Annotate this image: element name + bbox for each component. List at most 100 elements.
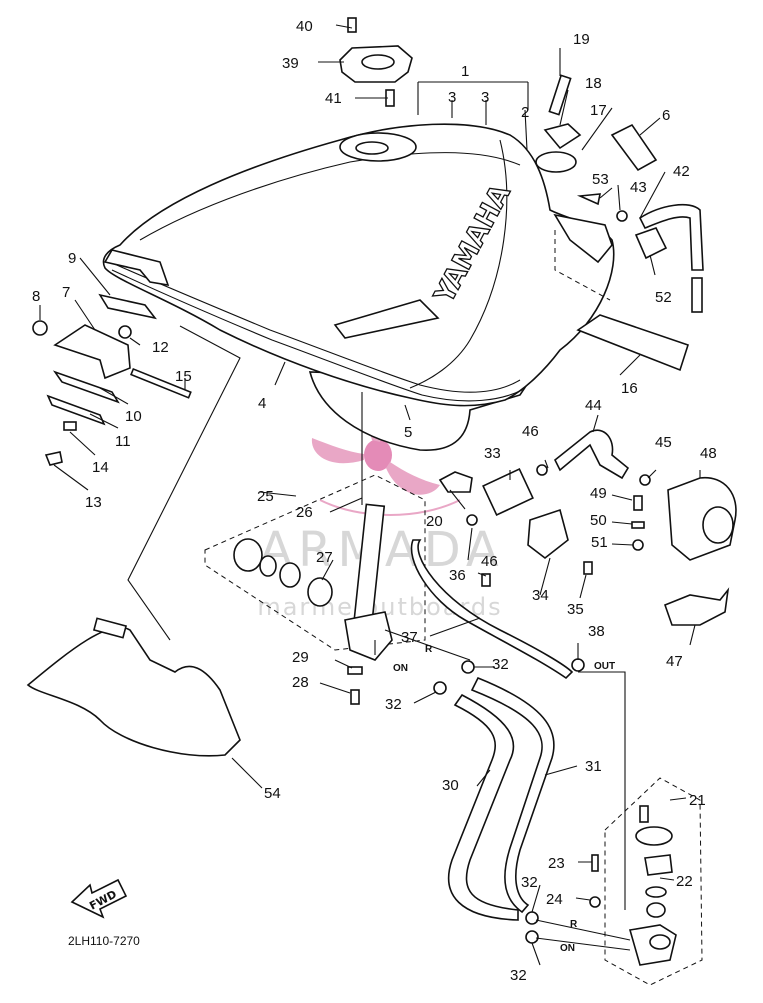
callout-28: 28: [292, 674, 309, 691]
label-r-left: R: [425, 644, 433, 655]
callout-38: 38: [588, 623, 605, 640]
fuel-hoses: [410, 539, 626, 944]
plate-10: [52, 370, 120, 404]
hose-31: [470, 676, 555, 914]
fuel-cock-assembly: [204, 474, 426, 705]
o-ring-22: [645, 886, 667, 898]
callout-40: 40: [296, 18, 313, 35]
tank-cover: [26, 617, 241, 757]
callout-15: 15: [175, 368, 192, 385]
callout-23: 23: [548, 855, 565, 872]
callout-53: 53: [592, 171, 609, 188]
fuel-cock-body: [344, 611, 393, 661]
cock-port: [649, 934, 671, 950]
callout-50: 50: [590, 512, 607, 529]
callout-4: 4: [258, 395, 266, 412]
fuel-tank: YAMAHA: [102, 123, 615, 451]
fuel-filter-33: [482, 467, 534, 517]
callout-1: 1: [461, 63, 469, 80]
guide-dashed-16: [554, 230, 611, 301]
callout-37: 37: [401, 629, 418, 646]
callout-45: 45: [655, 434, 672, 451]
callout-24: 24: [546, 891, 563, 908]
washer-51: [632, 539, 644, 551]
clip-46a: [536, 464, 548, 476]
label-out: OUT: [594, 661, 615, 672]
callout-2: 2: [521, 104, 529, 121]
fuel-cock-o-ring-29: [347, 666, 363, 675]
callout-19: 19: [573, 31, 590, 48]
top-right-parts: [535, 74, 704, 372]
hose-30: [447, 693, 519, 921]
damper-17: [535, 151, 577, 173]
fitting-38: [571, 658, 585, 672]
forward-arrow-icon: [70, 878, 128, 919]
callout-32c: 32: [521, 874, 538, 891]
callout-48: 48: [700, 445, 717, 462]
tank-cover-54: [26, 626, 241, 757]
hose-42: [638, 203, 704, 271]
callout-8: 8: [32, 288, 40, 305]
callout-30: 30: [442, 777, 459, 794]
callout-46a: 46: [522, 423, 539, 440]
grommet-8: [32, 320, 48, 336]
washer-24: [589, 896, 601, 908]
cap-bolt-40: [347, 17, 357, 33]
callouts: 1 2 3 3 4 5 6 7 8 9 10 11 12 13 14 15 16…: [32, 18, 717, 984]
clamp-32c: [525, 911, 539, 925]
callout-16: 16: [621, 380, 638, 397]
callout-3b: 3: [481, 89, 489, 106]
screw-23: [591, 854, 599, 872]
plate-9: [98, 293, 157, 320]
clamp-32a: [461, 660, 475, 674]
fuel-cap-key: [361, 54, 395, 70]
tank-side-crease: [409, 139, 508, 389]
callout-32a: 32: [492, 656, 509, 673]
callout-51: 51: [591, 534, 608, 551]
tank-rear-bracket: [103, 249, 170, 287]
damper-18: [543, 123, 582, 150]
forward-arrow: FWD: [70, 878, 128, 919]
callout-17: 17: [590, 102, 607, 119]
pad-16: [576, 314, 690, 372]
callout-31: 31: [585, 758, 602, 775]
callout-52: 52: [655, 289, 672, 306]
bolt-19: [548, 74, 572, 116]
sub-assembly-21: [589, 777, 703, 986]
fuel-cock-disc-2: [259, 555, 277, 577]
pump-unit-48-face: [702, 506, 734, 544]
callout-46b: 46: [481, 553, 498, 570]
tank-edge-band: [109, 261, 521, 393]
plate-11: [46, 394, 106, 426]
tank-panel: [333, 299, 440, 339]
callout-9: 9: [68, 250, 76, 267]
collar-14: [63, 421, 77, 431]
callout-42: 42: [673, 163, 690, 180]
filler-neck-inner: [355, 141, 389, 155]
damper-52: [634, 227, 668, 260]
fuel-cock-disc-1: [233, 538, 263, 572]
callout-33: 33: [484, 445, 501, 462]
clamp-32d: [525, 930, 539, 944]
callout-3a: 3: [448, 89, 456, 106]
callout-35: 35: [567, 601, 584, 618]
clip-45: [639, 474, 651, 486]
callout-32b: 32: [385, 696, 402, 713]
callout-7: 7: [62, 284, 70, 301]
fuel-cock-disc-3: [279, 562, 301, 588]
callout-6: 6: [662, 107, 670, 124]
callout-29: 29: [292, 649, 309, 666]
fuel-cock-dashed-box: [204, 474, 426, 651]
leader-lines: [39, 24, 701, 966]
callout-13: 13: [85, 494, 102, 511]
label-r-right: R: [570, 919, 578, 930]
callout-14: 14: [92, 459, 109, 476]
diagram-code: 2LH110-7270: [68, 934, 140, 948]
callout-21: 21: [689, 792, 706, 809]
callout-34: 34: [532, 587, 549, 604]
clamp-32b: [433, 681, 447, 695]
callout-27: 27: [316, 549, 333, 566]
callout-39: 39: [282, 55, 299, 72]
tank-front-tab: [553, 213, 613, 264]
